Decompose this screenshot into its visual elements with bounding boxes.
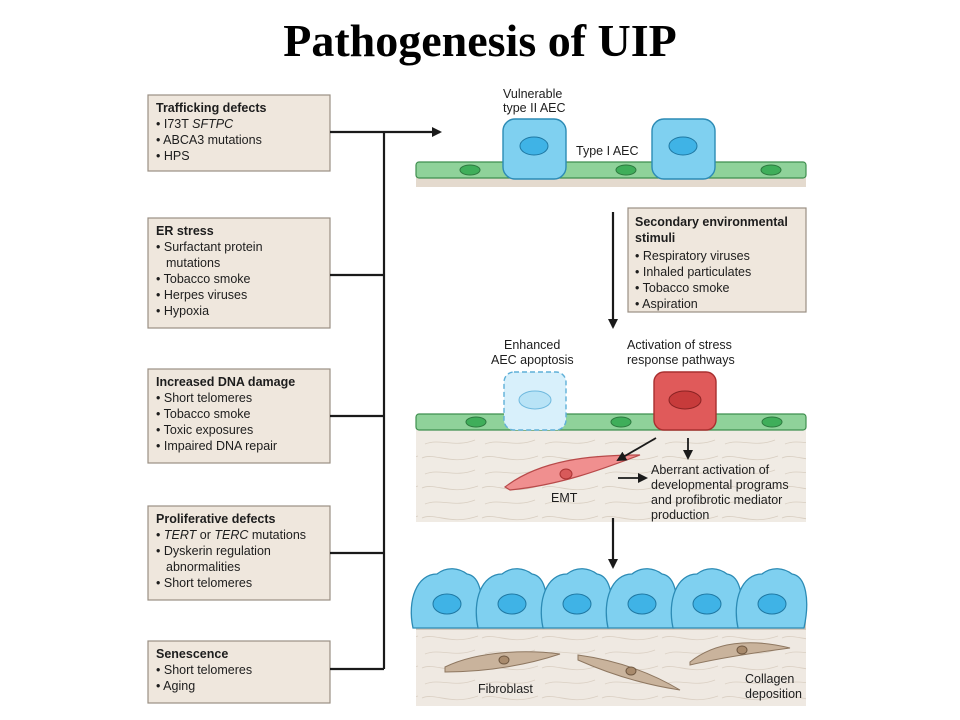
cause-box-item: • Hypoxia: [156, 304, 209, 318]
type1-aec-label: Type I AEC: [576, 144, 639, 158]
svg-text:developmental programs: developmental programs: [651, 478, 789, 492]
cause-box: ER stress • Surfactant protein mutations • …: [147, 217, 331, 329]
fibrosis-panel: [410, 568, 808, 706]
cause-box-heading: ER stress: [156, 224, 214, 238]
svg-text:Secondary environmental: Secondary environmental: [635, 215, 788, 229]
environment-item: • Inhaled particulates: [635, 265, 751, 279]
cause-box-item: • Tobacco smoke: [156, 407, 251, 421]
svg-text:response pathways: response pathways: [627, 353, 735, 367]
cause-box-item: • Surfactant protein: [156, 240, 263, 254]
fibroblast-label: Fibroblast: [478, 682, 533, 696]
cause-box: Increased DNA damage • Short telomeres • T…: [147, 368, 331, 464]
cause-box-item: • Tobacco smoke: [156, 272, 251, 286]
cause-box: Senescence • Short telomeres • Aging: [147, 640, 331, 704]
cause-box-item: • Short telomeres: [156, 391, 252, 405]
epithelium-normal: [415, 118, 807, 187]
svg-text:AEC apoptosis: AEC apoptosis: [491, 353, 574, 367]
cause-box-item: • Short telomeres: [156, 663, 252, 677]
cause-box-heading: Senescence: [156, 647, 228, 661]
cause-box-item: • TERT or TERC mutations: [156, 528, 306, 542]
arrow-icon: [616, 437, 693, 483]
vulnerable-aec-label: Vulnerable: [503, 87, 562, 101]
page-title: Pathogenesis of UIP: [283, 15, 677, 66]
cause-box-heading: Trafficking defects: [156, 101, 266, 115]
cause-box-item: abnormalities: [166, 560, 240, 574]
cause-box-heading: Proliferative defects: [156, 512, 276, 526]
cause-box-item: • Short telomeres: [156, 576, 252, 590]
enhanced-apoptosis-label: Enhanced: [504, 338, 560, 352]
environment-item: • Tobacco smoke: [635, 281, 730, 295]
cause-boxes: Trafficking defects • I73T SFTPC • ABCA3 m…: [147, 94, 331, 704]
connector-bracket: [330, 127, 442, 671]
cause-box-item: • Aging: [156, 679, 195, 693]
aberrant-label: Aberrant activation of: [651, 463, 770, 477]
stress-activation-label: Activation of stress: [627, 338, 732, 352]
environment-item: • Respiratory viruses: [635, 249, 750, 263]
epithelium-stressed: [415, 371, 807, 522]
environment-item: • Aspiration: [635, 297, 698, 311]
cause-box-heading: Increased DNA damage: [156, 375, 295, 389]
svg-text:stimuli: stimuli: [635, 231, 675, 245]
cause-box-item: mutations: [166, 256, 220, 270]
cause-box: Trafficking defects • I73T SFTPC • ABCA3 m…: [147, 94, 331, 172]
svg-text:type II AEC: type II AEC: [503, 101, 566, 115]
cause-box-item: • Herpes viruses: [156, 288, 247, 302]
cause-box-item: • I73T SFTPC: [156, 117, 234, 131]
cause-box: Proliferative defects • TERT or TERC muta…: [147, 505, 331, 601]
cause-box-item: • HPS: [156, 149, 190, 163]
svg-text:deposition: deposition: [745, 687, 802, 701]
cause-box-item: • Impaired DNA repair: [156, 439, 277, 453]
cause-box-item: • ABCA3 mutations: [156, 133, 262, 147]
cause-box-item: • Dyskerin regulation: [156, 544, 271, 558]
svg-text:and profibrotic mediator: and profibrotic mediator: [651, 493, 782, 507]
environment-box: Secondary environmental stimuli • Respir…: [627, 207, 807, 313]
svg-text:production: production: [651, 508, 709, 522]
emt-label: EMT: [551, 491, 578, 505]
cause-box-item: • Toxic exposures: [156, 423, 253, 437]
emt-cell: [503, 454, 641, 491]
collagen-label: Collagen: [745, 672, 794, 686]
